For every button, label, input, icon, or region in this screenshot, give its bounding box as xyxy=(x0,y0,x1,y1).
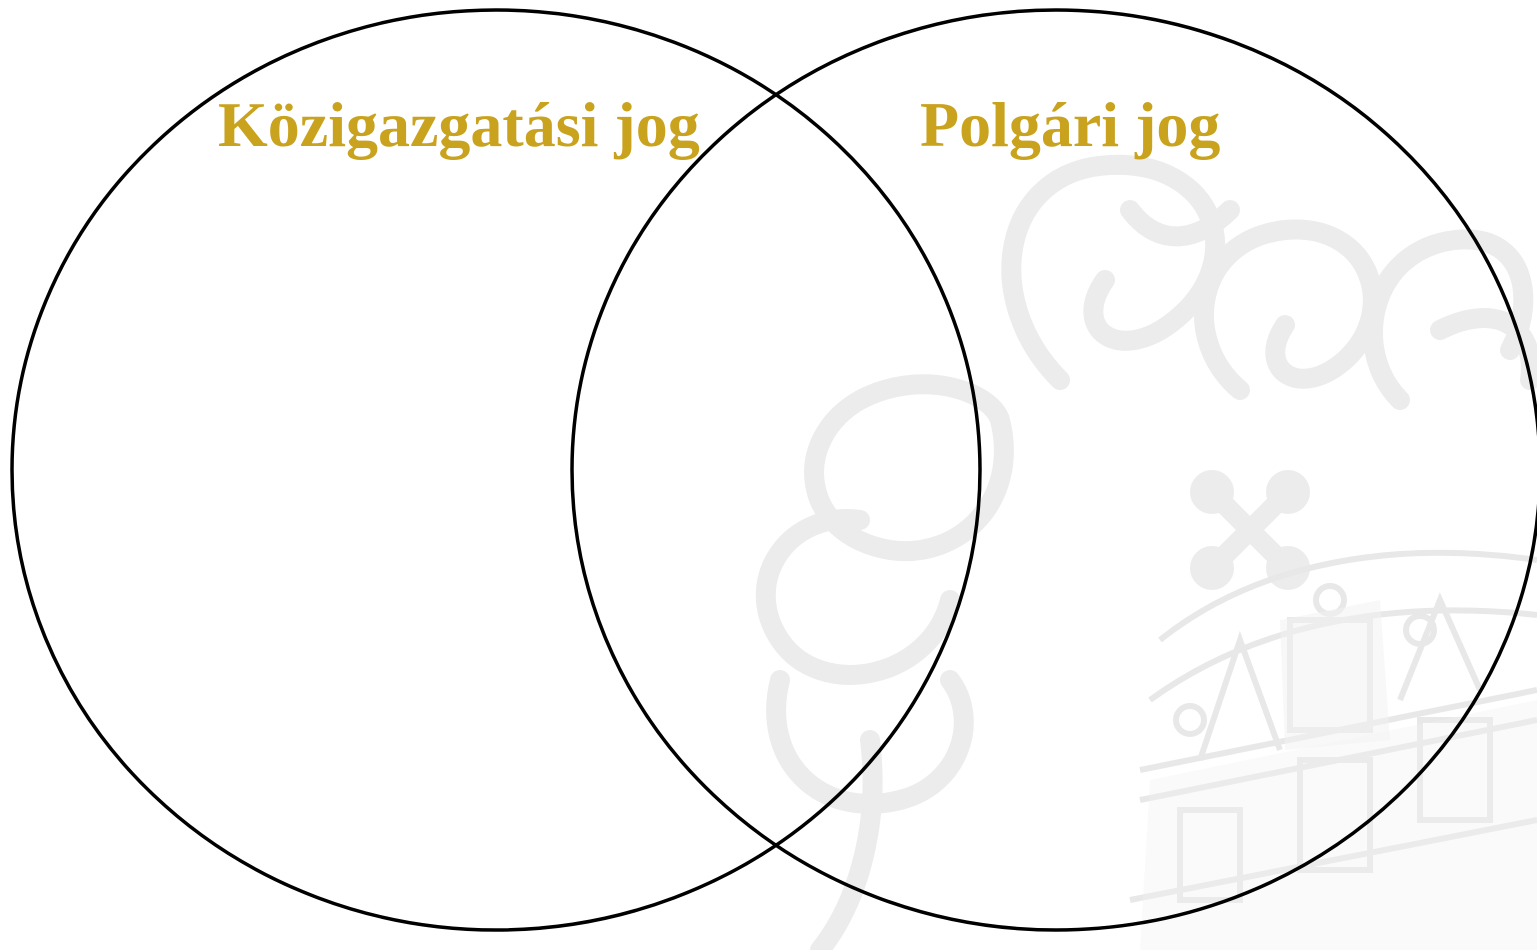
set-label-left: Közigazgatási jog xyxy=(218,93,700,157)
set-label-right: Polgári jog xyxy=(920,93,1220,157)
